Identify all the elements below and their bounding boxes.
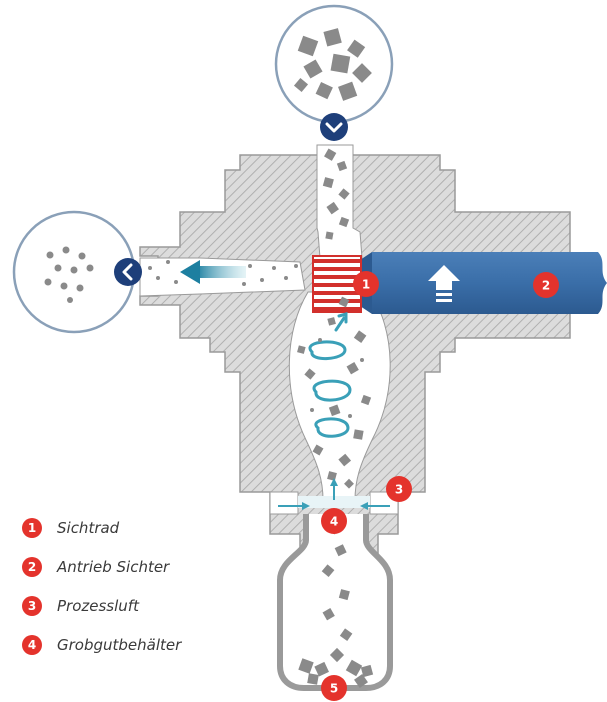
legend-label: Grobgutbehälter (57, 636, 181, 654)
badge-2: 2 (533, 272, 559, 298)
legend: 1 Sichtrad 2 Antrieb Sichter 3 Prozesslu… (22, 508, 181, 664)
chevron-left-icon (114, 258, 142, 286)
legend-label: Prozessluft (57, 597, 139, 615)
legend-number: 1 (22, 518, 42, 538)
legend-number: 2 (22, 557, 42, 577)
classifier-housing (140, 145, 570, 556)
legend-item-prozessluft: 3 Prozessluft (22, 586, 181, 625)
badge-3: 3 (386, 476, 412, 502)
svg-text:1: 1 (362, 278, 370, 292)
legend-label: Sichtrad (57, 519, 119, 537)
legend-number: 4 (22, 635, 42, 655)
drive-shaft (360, 252, 607, 314)
feed-circle (276, 6, 392, 122)
badge-1: 1 (353, 271, 379, 297)
legend-label: Antrieb Sichter (57, 558, 169, 576)
chevron-down-icon (320, 113, 348, 141)
legend-number: 3 (22, 596, 42, 616)
legend-item-antrieb: 2 Antrieb Sichter (22, 547, 181, 586)
svg-text:3: 3 (395, 483, 403, 497)
badge-4: 4 (321, 508, 347, 534)
legend-item-sichtrad: 1 Sichtrad (22, 508, 181, 547)
legend-item-grobgut: 4 Grobgutbehälter (22, 625, 181, 664)
svg-text:5: 5 (330, 682, 338, 696)
svg-text:2: 2 (542, 279, 550, 293)
svg-text:4: 4 (330, 515, 338, 529)
badge-5: 5 (321, 675, 347, 701)
